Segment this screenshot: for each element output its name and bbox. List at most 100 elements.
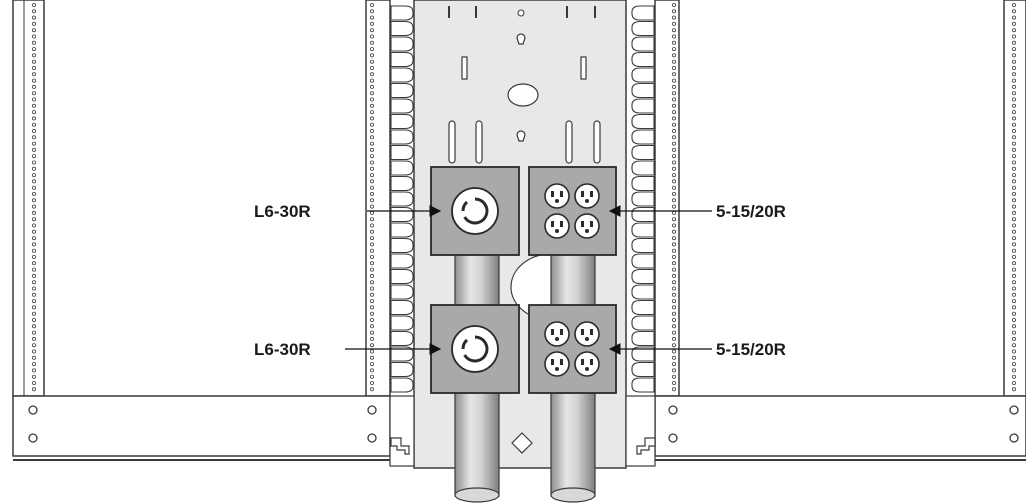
rail-hole [1012, 204, 1017, 209]
rail-hole [1012, 248, 1017, 253]
rail-hole [672, 299, 677, 304]
rail-hole [369, 254, 374, 259]
panel-diamond-hole [511, 432, 533, 454]
cable-finger [631, 268, 655, 285]
cable-finger [631, 144, 655, 161]
outlet-slot [551, 221, 554, 227]
outlet-slot [590, 221, 593, 227]
right-rail-holes [1012, 3, 1017, 392]
rail-hole [32, 261, 37, 266]
rail-hole [369, 380, 374, 385]
rail-hole [1012, 53, 1017, 58]
rail-hole [369, 355, 374, 360]
rail-hole [1012, 122, 1017, 127]
right-rack-rail-inner [654, 0, 680, 397]
rail-hole [32, 3, 37, 8]
rail-hole [369, 349, 374, 354]
rail-hole [1012, 66, 1017, 71]
right-base-hole [668, 405, 678, 415]
rail-hole [672, 97, 677, 102]
cable-finger [390, 67, 414, 83]
rail-hole [672, 78, 677, 83]
rail-hole [369, 110, 374, 115]
rail-hole [672, 330, 677, 335]
rail-hole [1012, 15, 1017, 20]
rail-hole [369, 173, 374, 178]
rail-hole [672, 355, 677, 360]
rail-hole [369, 368, 374, 373]
outlet-slot [560, 191, 563, 197]
outlet-slot [560, 221, 563, 227]
rail-hole [32, 116, 37, 121]
rail-hole [1012, 166, 1017, 171]
left-cable-manager [390, 5, 414, 393]
rail-hole [672, 122, 677, 127]
rail-hole [1012, 299, 1017, 304]
rail-hole [32, 242, 37, 247]
rail-hole [1012, 305, 1017, 310]
rail-hole [672, 160, 677, 165]
rail-hole [1012, 91, 1017, 96]
rail-hole [1012, 210, 1017, 215]
cable-finger [390, 206, 414, 223]
rail-hole [369, 135, 374, 140]
cable-finger [390, 82, 414, 99]
rail-hole [32, 217, 37, 222]
rail-hole [672, 368, 677, 373]
right-base-plate [654, 395, 1026, 457]
cable-finger [631, 330, 655, 347]
rail-hole [1012, 242, 1017, 247]
rail-hole [32, 204, 37, 209]
rail-hole [672, 3, 677, 8]
outlet-icon [544, 213, 570, 239]
rail-hole [672, 9, 677, 14]
rail-hole [369, 78, 374, 83]
rail-hole [369, 242, 374, 247]
rail-hole [672, 324, 677, 329]
rail-hole [369, 236, 374, 241]
panel-vertical-slot [448, 120, 456, 164]
outlet-ground [555, 229, 559, 233]
cable-finger [390, 330, 414, 347]
rail-hole [32, 173, 37, 178]
rail-hole [369, 84, 374, 89]
rail-hole [32, 343, 37, 348]
rail-hole [1012, 292, 1017, 297]
rail-hole [672, 242, 677, 247]
right-cable-manager [631, 5, 655, 393]
panel-keyhole [516, 33, 526, 45]
rail-hole [672, 349, 677, 354]
rail-hole [369, 204, 374, 209]
center-panel-lower-left-wall [389, 395, 415, 467]
rail-hole [1012, 380, 1017, 385]
rail-hole [672, 103, 677, 108]
rail-hole [1012, 160, 1017, 165]
rail-hole [672, 362, 677, 367]
rail-hole [32, 191, 37, 196]
rail-hole [1012, 128, 1017, 133]
rail-hole [32, 53, 37, 58]
outlet-slot [551, 329, 554, 335]
rail-hole [32, 299, 37, 304]
rail-hole [32, 141, 37, 146]
rail-hole [672, 280, 677, 285]
cable-finger [390, 315, 414, 331]
rail-hole [1012, 40, 1017, 45]
rail-hole [369, 116, 374, 121]
cable-finger [390, 175, 414, 192]
rail-hole [32, 154, 37, 159]
rail-hole [1012, 147, 1017, 152]
rail-hole [32, 317, 37, 322]
rail-hole [1012, 135, 1017, 140]
panel-keyhole [516, 130, 526, 142]
rail-hole [1012, 198, 1017, 203]
rail-hole [32, 362, 37, 367]
rail-hole [32, 72, 37, 77]
rail-hole [32, 110, 37, 115]
outlet-slot [581, 191, 584, 197]
rail-hole [1012, 355, 1017, 360]
rail-hole [32, 254, 37, 259]
rail-hole [32, 78, 37, 83]
rail-hole [32, 229, 37, 234]
rail-hole [1012, 78, 1017, 83]
